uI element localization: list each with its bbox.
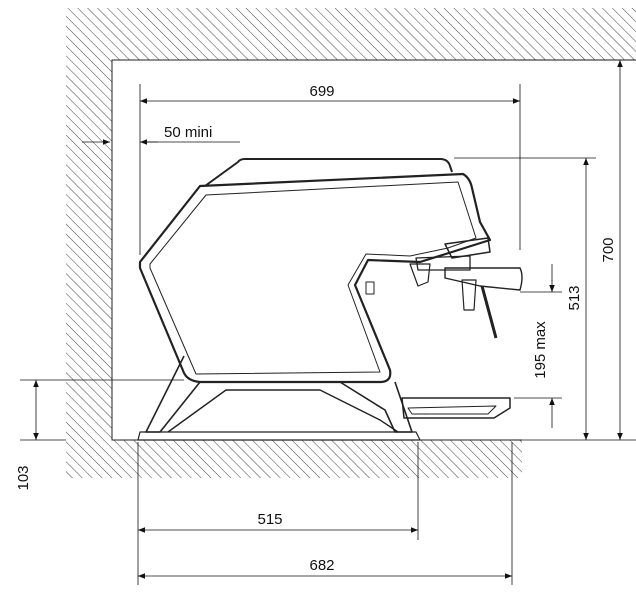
group-height-label: 513 [566,285,583,310]
footprint-width-label: 515 [257,511,282,528]
depth-with-tray-label: 682 [309,557,334,574]
base-height-label: 103 [15,465,32,490]
espresso-machine-outline [137,158,523,441]
clearance-wall-label: 50 mini [164,124,212,141]
total-width-label: 699 [309,83,334,100]
dimension-lines [20,59,636,585]
cup-clearance-label: 195 max [532,321,549,379]
wall-hatch [66,8,636,478]
total-height-label: 700 [600,237,617,262]
